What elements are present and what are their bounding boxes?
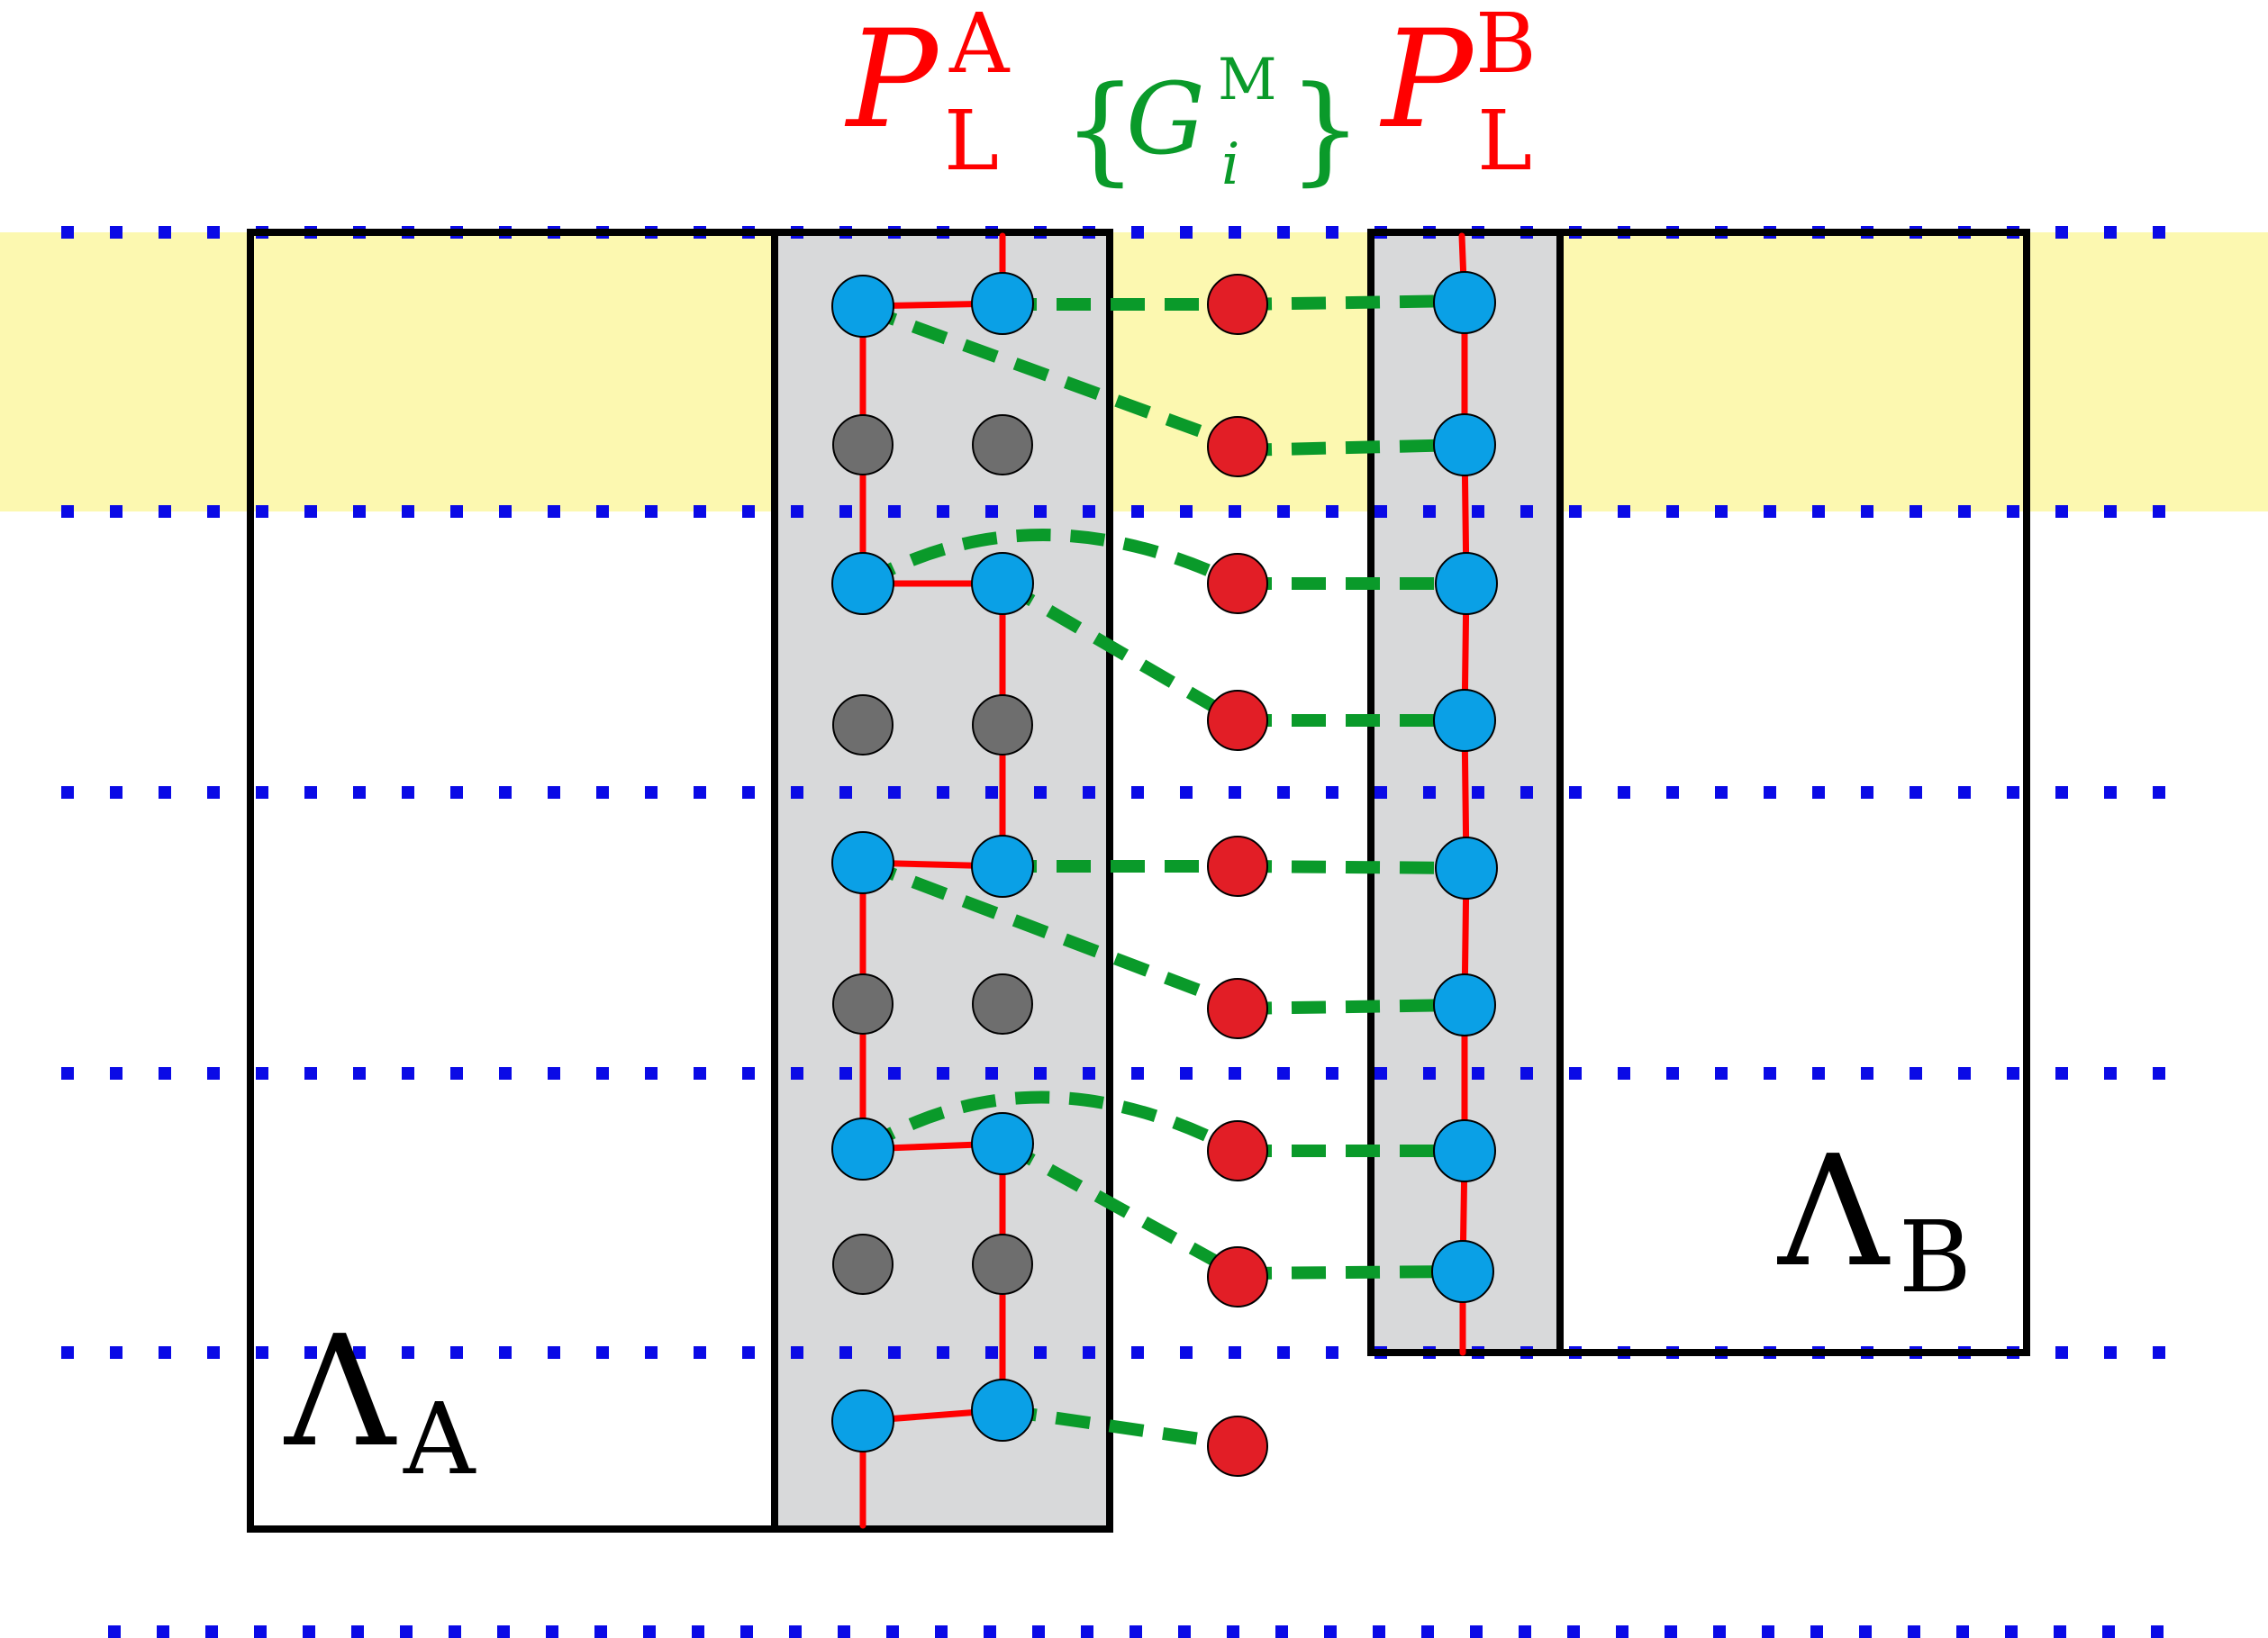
red-node	[1207, 836, 1268, 897]
blue-node	[1433, 1119, 1496, 1182]
label-lambda-b: Λ B	[1777, 1123, 1972, 1315]
red-node	[1207, 553, 1268, 614]
blue-node	[831, 1118, 894, 1181]
blue-node	[1435, 552, 1498, 615]
green-link	[859, 529, 1241, 590]
label-p-b: P B L	[1379, 0, 1537, 189]
blue-node	[831, 831, 894, 894]
gray-node	[832, 973, 894, 1035]
green-link	[1237, 294, 1465, 311]
red-node	[1207, 690, 1268, 751]
green-link	[1237, 999, 1465, 1015]
blue-node	[1435, 837, 1498, 900]
green-link	[860, 302, 1240, 451]
region-a-frame	[247, 229, 1113, 1533]
green-link	[1237, 439, 1465, 457]
region-a-boundary-shading	[775, 232, 1110, 1529]
gray-node	[972, 694, 1033, 756]
green-link	[1001, 1404, 1239, 1451]
green-link	[999, 1137, 1241, 1280]
highlight-band	[0, 232, 2268, 511]
gray-node	[972, 414, 1033, 475]
label-p-b-sup: B	[1475, 0, 1537, 92]
label-p-a-sup: A	[948, 0, 1011, 92]
blue-node	[831, 1389, 894, 1452]
blue-node	[971, 835, 1034, 898]
label-lambda-b-base: Λ	[1777, 1123, 1891, 1301]
label-g-set: { G M i }	[1063, 47, 1363, 198]
frames	[247, 229, 2030, 1533]
gray-node	[832, 694, 894, 756]
label-g-sup: M	[1218, 47, 1277, 113]
label-p-a-sub: L	[944, 93, 999, 189]
red-node	[1207, 1120, 1268, 1181]
gray-node	[832, 1234, 894, 1295]
gray-node	[832, 414, 894, 475]
blue-node	[1433, 973, 1496, 1036]
label-p-a: P A L	[844, 0, 1011, 189]
label-p-a-base: P	[844, 2, 940, 158]
blue-node	[831, 275, 894, 338]
blue-nodes	[831, 271, 1498, 1452]
blue-node	[971, 552, 1034, 615]
blue-node	[1433, 689, 1496, 752]
label-lambda-b-sub: B	[1899, 1199, 1972, 1315]
label-lambda-a-sub: A	[403, 1381, 476, 1497]
red-edge	[1458, 232, 1470, 1356]
label-p-b-sub: L	[1477, 93, 1532, 189]
label-lambda-a-base: Λ	[284, 1303, 397, 1481]
red-node	[1207, 1416, 1268, 1477]
blue-node	[971, 272, 1034, 335]
blue-node	[831, 552, 894, 615]
red-nodes	[1207, 274, 1268, 1477]
blue-node	[971, 1112, 1034, 1175]
green-link	[860, 856, 1240, 1011]
blue-node	[1433, 271, 1496, 334]
red-node	[1207, 416, 1268, 477]
gray-node	[972, 973, 1033, 1035]
green-link	[1237, 860, 1467, 874]
red-node	[1207, 274, 1268, 335]
label-g-sub: i	[1221, 131, 1239, 198]
green-link	[859, 1090, 1241, 1157]
green-links	[859, 294, 1467, 1451]
blue-node	[1433, 413, 1496, 476]
label-g-close-brace: }	[1288, 60, 1363, 197]
green-link	[1237, 1265, 1464, 1280]
blue-node	[1431, 1240, 1494, 1303]
red-node	[1207, 978, 1268, 1039]
blue-node	[971, 1379, 1034, 1442]
region-b-frame	[1367, 229, 2030, 1356]
green-link	[999, 577, 1241, 727]
label-p-b-base: P	[1379, 2, 1475, 158]
label-g-open-brace: {	[1063, 60, 1138, 197]
red-node	[1207, 1246, 1268, 1308]
gray-nodes	[832, 414, 1033, 1295]
gray-node	[972, 1234, 1033, 1295]
label-g-base: G	[1126, 61, 1205, 176]
label-lambda-a: Λ A	[284, 1303, 476, 1497]
